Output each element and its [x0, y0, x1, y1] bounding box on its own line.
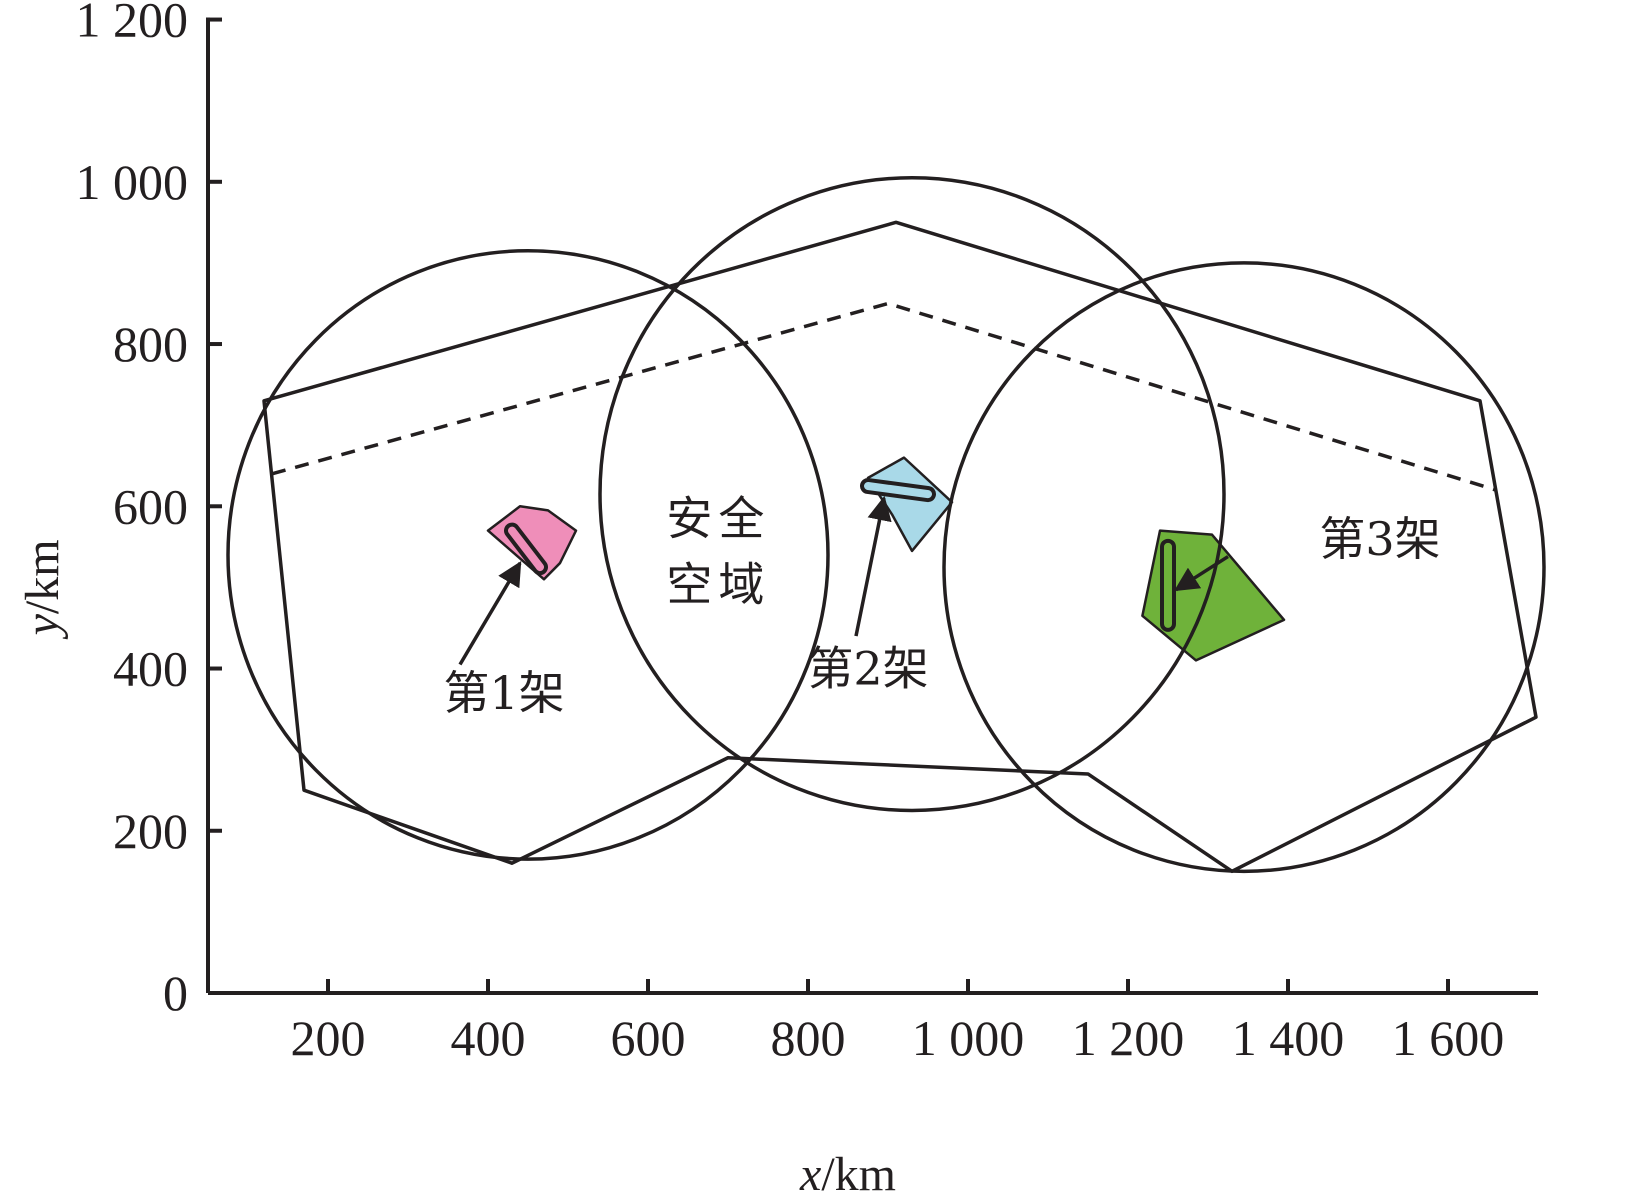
- aircraft-label: 第3架: [1319, 512, 1440, 566]
- dashed-boundary: [271, 301, 1497, 492]
- safe-airspace-label: 空域: [666, 558, 770, 612]
- x-tick-label: 1 000: [912, 1010, 1025, 1066]
- boundary-polygon: [262, 220, 1538, 874]
- axes: [206, 17, 1538, 995]
- coverage-shapes: [226, 175, 1546, 874]
- y-tick-label: 1 200: [76, 0, 189, 48]
- x-axis-var: x: [799, 1148, 821, 1201]
- x-tick-label: 400: [451, 1010, 526, 1066]
- pointer-arrow: [458, 560, 522, 666]
- aircraft-label: 第2架: [807, 642, 928, 696]
- coverage-circle: [598, 175, 1226, 813]
- x-axis-unit: /km: [821, 1148, 896, 1201]
- y-axis-unit: /km: [16, 539, 69, 614]
- aircraft-region: [866, 456, 954, 553]
- coverage-circle: [942, 261, 1546, 874]
- y-tick-label: 600: [113, 478, 188, 534]
- x-tick-label: 1 600: [1392, 1010, 1505, 1066]
- axis-ticks: 200 400 600 800 1 000 1 200 1 400 1 600 0 200 400 6…: [76, 0, 1505, 1066]
- y-tick-label: 200: [113, 803, 188, 859]
- pointer-arrow: [1173, 555, 1229, 592]
- aircraft-label: 第1架: [443, 666, 564, 720]
- x-tick-label: 1 200: [1072, 1010, 1185, 1066]
- y-axis-var: y: [16, 613, 69, 640]
- x-tick-label: 600: [611, 1010, 686, 1066]
- y-tick-label: 1 000: [76, 154, 189, 210]
- y-axis-title: y/km: [16, 539, 69, 640]
- y-tick-label: 400: [113, 641, 188, 697]
- safe-airspace-label: 安全: [666, 492, 770, 546]
- x-axis-title: x/km: [799, 1148, 896, 1201]
- track-inner: [864, 482, 932, 499]
- track-inner: [508, 526, 544, 572]
- y-tick-label: 800: [113, 316, 188, 372]
- x-tick-label: 1 400: [1232, 1010, 1345, 1066]
- aircraft-region: [1141, 529, 1286, 662]
- y-tick-label: 0: [163, 965, 188, 1021]
- x-tick-label: 800: [771, 1010, 846, 1066]
- x-tick-label: 200: [291, 1010, 366, 1066]
- pointer-arrow: [854, 495, 892, 637]
- coverage-circle: [226, 249, 830, 861]
